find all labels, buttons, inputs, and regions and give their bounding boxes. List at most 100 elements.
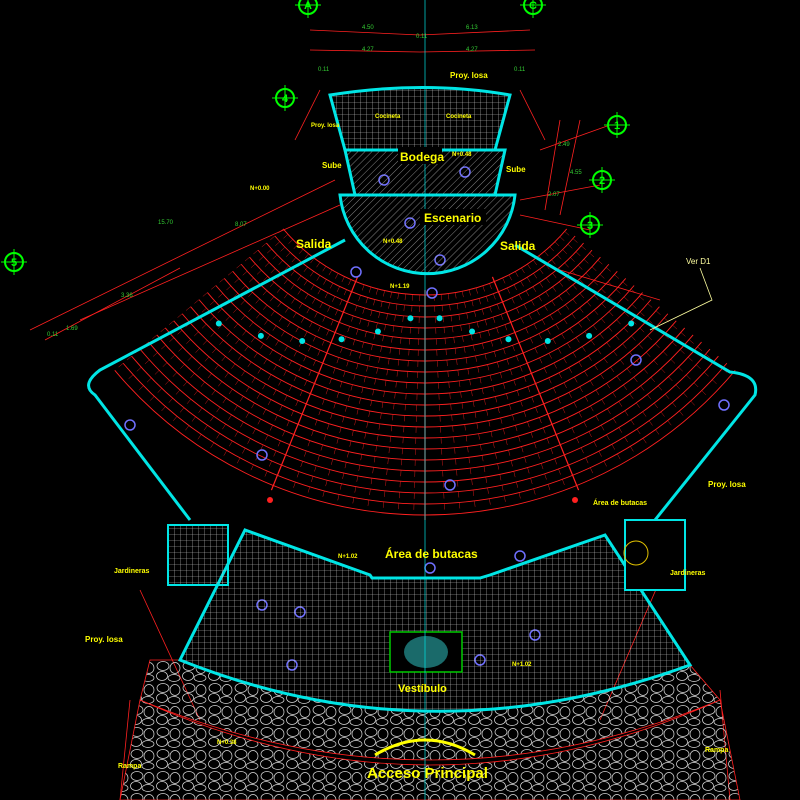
seat-divider [194, 262, 321, 444]
dimension-value: 8.07 [235, 222, 247, 228]
label-sube: Sube [506, 165, 526, 174]
seat-divider [182, 258, 315, 435]
label-vestibulo: Vestíbulo [398, 683, 447, 695]
accessible-seat-icon [436, 315, 443, 322]
seat-divider [462, 291, 507, 507]
accessible-seat-icon [407, 315, 414, 322]
grid-bubble-2: 2 [589, 167, 615, 193]
plant-symbol-icon [256, 449, 268, 461]
accessible-seat-icon [299, 337, 306, 344]
plant-symbol-icon [514, 550, 526, 562]
label-area-butacas: Área de butacas [385, 546, 478, 561]
dimension-line [29, 179, 336, 331]
label-cocineta: Cocineta [446, 114, 472, 120]
dimension-line [419, 49, 536, 53]
label-acceso-principal: Acceso Principal [367, 765, 488, 782]
dimension-line [44, 267, 181, 341]
seat-divider [489, 283, 567, 490]
grid-bubble-5: 5 [1, 249, 27, 275]
plant-symbol-icon [124, 419, 136, 431]
dimension-value: 4.27 [362, 47, 374, 53]
crosshair-icon [272, 85, 298, 111]
label-proy-losa: Proy. losa [708, 480, 746, 489]
seat-divider [554, 241, 710, 399]
accessible-seat-icon [505, 336, 512, 343]
seat-divider [549, 246, 699, 410]
seat-divider [158, 249, 304, 415]
level-mark: N+0.48 [383, 239, 403, 245]
seat-divider [544, 251, 687, 420]
label-salida: Salida [500, 239, 536, 253]
dimension-line [519, 214, 591, 231]
dimension-line [519, 184, 601, 201]
aisle-line [491, 276, 580, 491]
grid-bubble-label: A [304, 0, 312, 12]
planter-right [624, 519, 686, 591]
accessible-seat-icon [544, 337, 551, 344]
grid-bubble-label: 5 [11, 257, 17, 269]
label-proy-losa: Proy. losa [311, 123, 340, 129]
accessible-seat-icon [586, 332, 593, 339]
seat-divider [475, 287, 537, 500]
dimension-value: 4.55 [570, 170, 582, 176]
seat-divider [221, 269, 333, 461]
auditorium-wall-left [87, 238, 346, 521]
seat-divider [351, 291, 392, 509]
seat-divider [135, 239, 293, 394]
plant-symbol-icon [424, 562, 436, 574]
marker-dot [267, 497, 273, 503]
seat-divider [538, 255, 675, 430]
dimension-value: 4.50 [362, 25, 374, 31]
accessible-seat-icon [374, 328, 381, 335]
grid-bubble-label: 3 [587, 220, 593, 232]
dimension-line [539, 124, 611, 151]
crosshair-icon [604, 112, 630, 138]
seat-divider [291, 284, 365, 493]
seat-divider [114, 228, 284, 371]
crosshair-icon [1, 249, 27, 275]
level-mark: N+0.00 [250, 186, 270, 192]
plant-symbol-icon [350, 266, 362, 278]
label-ver-d1: Ver D1 [686, 257, 711, 266]
plant-symbol-icon [718, 399, 730, 411]
label-rampa: Rampa [118, 763, 141, 770]
back-rooms [328, 86, 512, 152]
seat-divider [468, 289, 522, 504]
stage [338, 193, 517, 276]
grid-bubble-label: C [529, 0, 537, 12]
crosshair-icon [295, 0, 321, 18]
seat-divider [559, 236, 721, 388]
label-escenario: Escenario [424, 211, 481, 225]
level-mark: N+1.19 [390, 284, 410, 290]
seat-divider [564, 231, 731, 376]
seat-divider [440, 294, 461, 514]
dimension-value: 1.69 [66, 326, 78, 332]
dimension-value: 2.49 [558, 142, 570, 148]
seat-divider [336, 290, 385, 506]
seat-divider [248, 276, 345, 475]
seat-divider [413, 294, 421, 515]
dimension-value: 4.27 [466, 47, 478, 53]
label-area-butacas: Área de butacas [593, 498, 647, 507]
crosshair-icon [589, 167, 615, 193]
seat-divider [533, 259, 663, 439]
seat-divider [207, 266, 327, 453]
dimension-line [559, 119, 581, 216]
seat-divider [306, 286, 372, 498]
plant-symbol-icon [630, 354, 642, 366]
dimension-value: 6.13 [466, 25, 478, 31]
seat-divider [521, 267, 637, 456]
dimension-value: 2.07 [548, 192, 560, 198]
grid-bubble-3: 3 [577, 212, 603, 238]
dimension-value: 0.11 [514, 67, 526, 73]
grid-bubble-c: C [520, 0, 546, 18]
label-bodega: Bodega [400, 150, 444, 164]
accessible-seat-icon [469, 328, 476, 335]
seat-divider [262, 279, 352, 482]
seat-divider [382, 293, 406, 513]
seat-divider [321, 288, 378, 502]
seat-divider [455, 292, 492, 510]
aisle-line [270, 276, 359, 491]
